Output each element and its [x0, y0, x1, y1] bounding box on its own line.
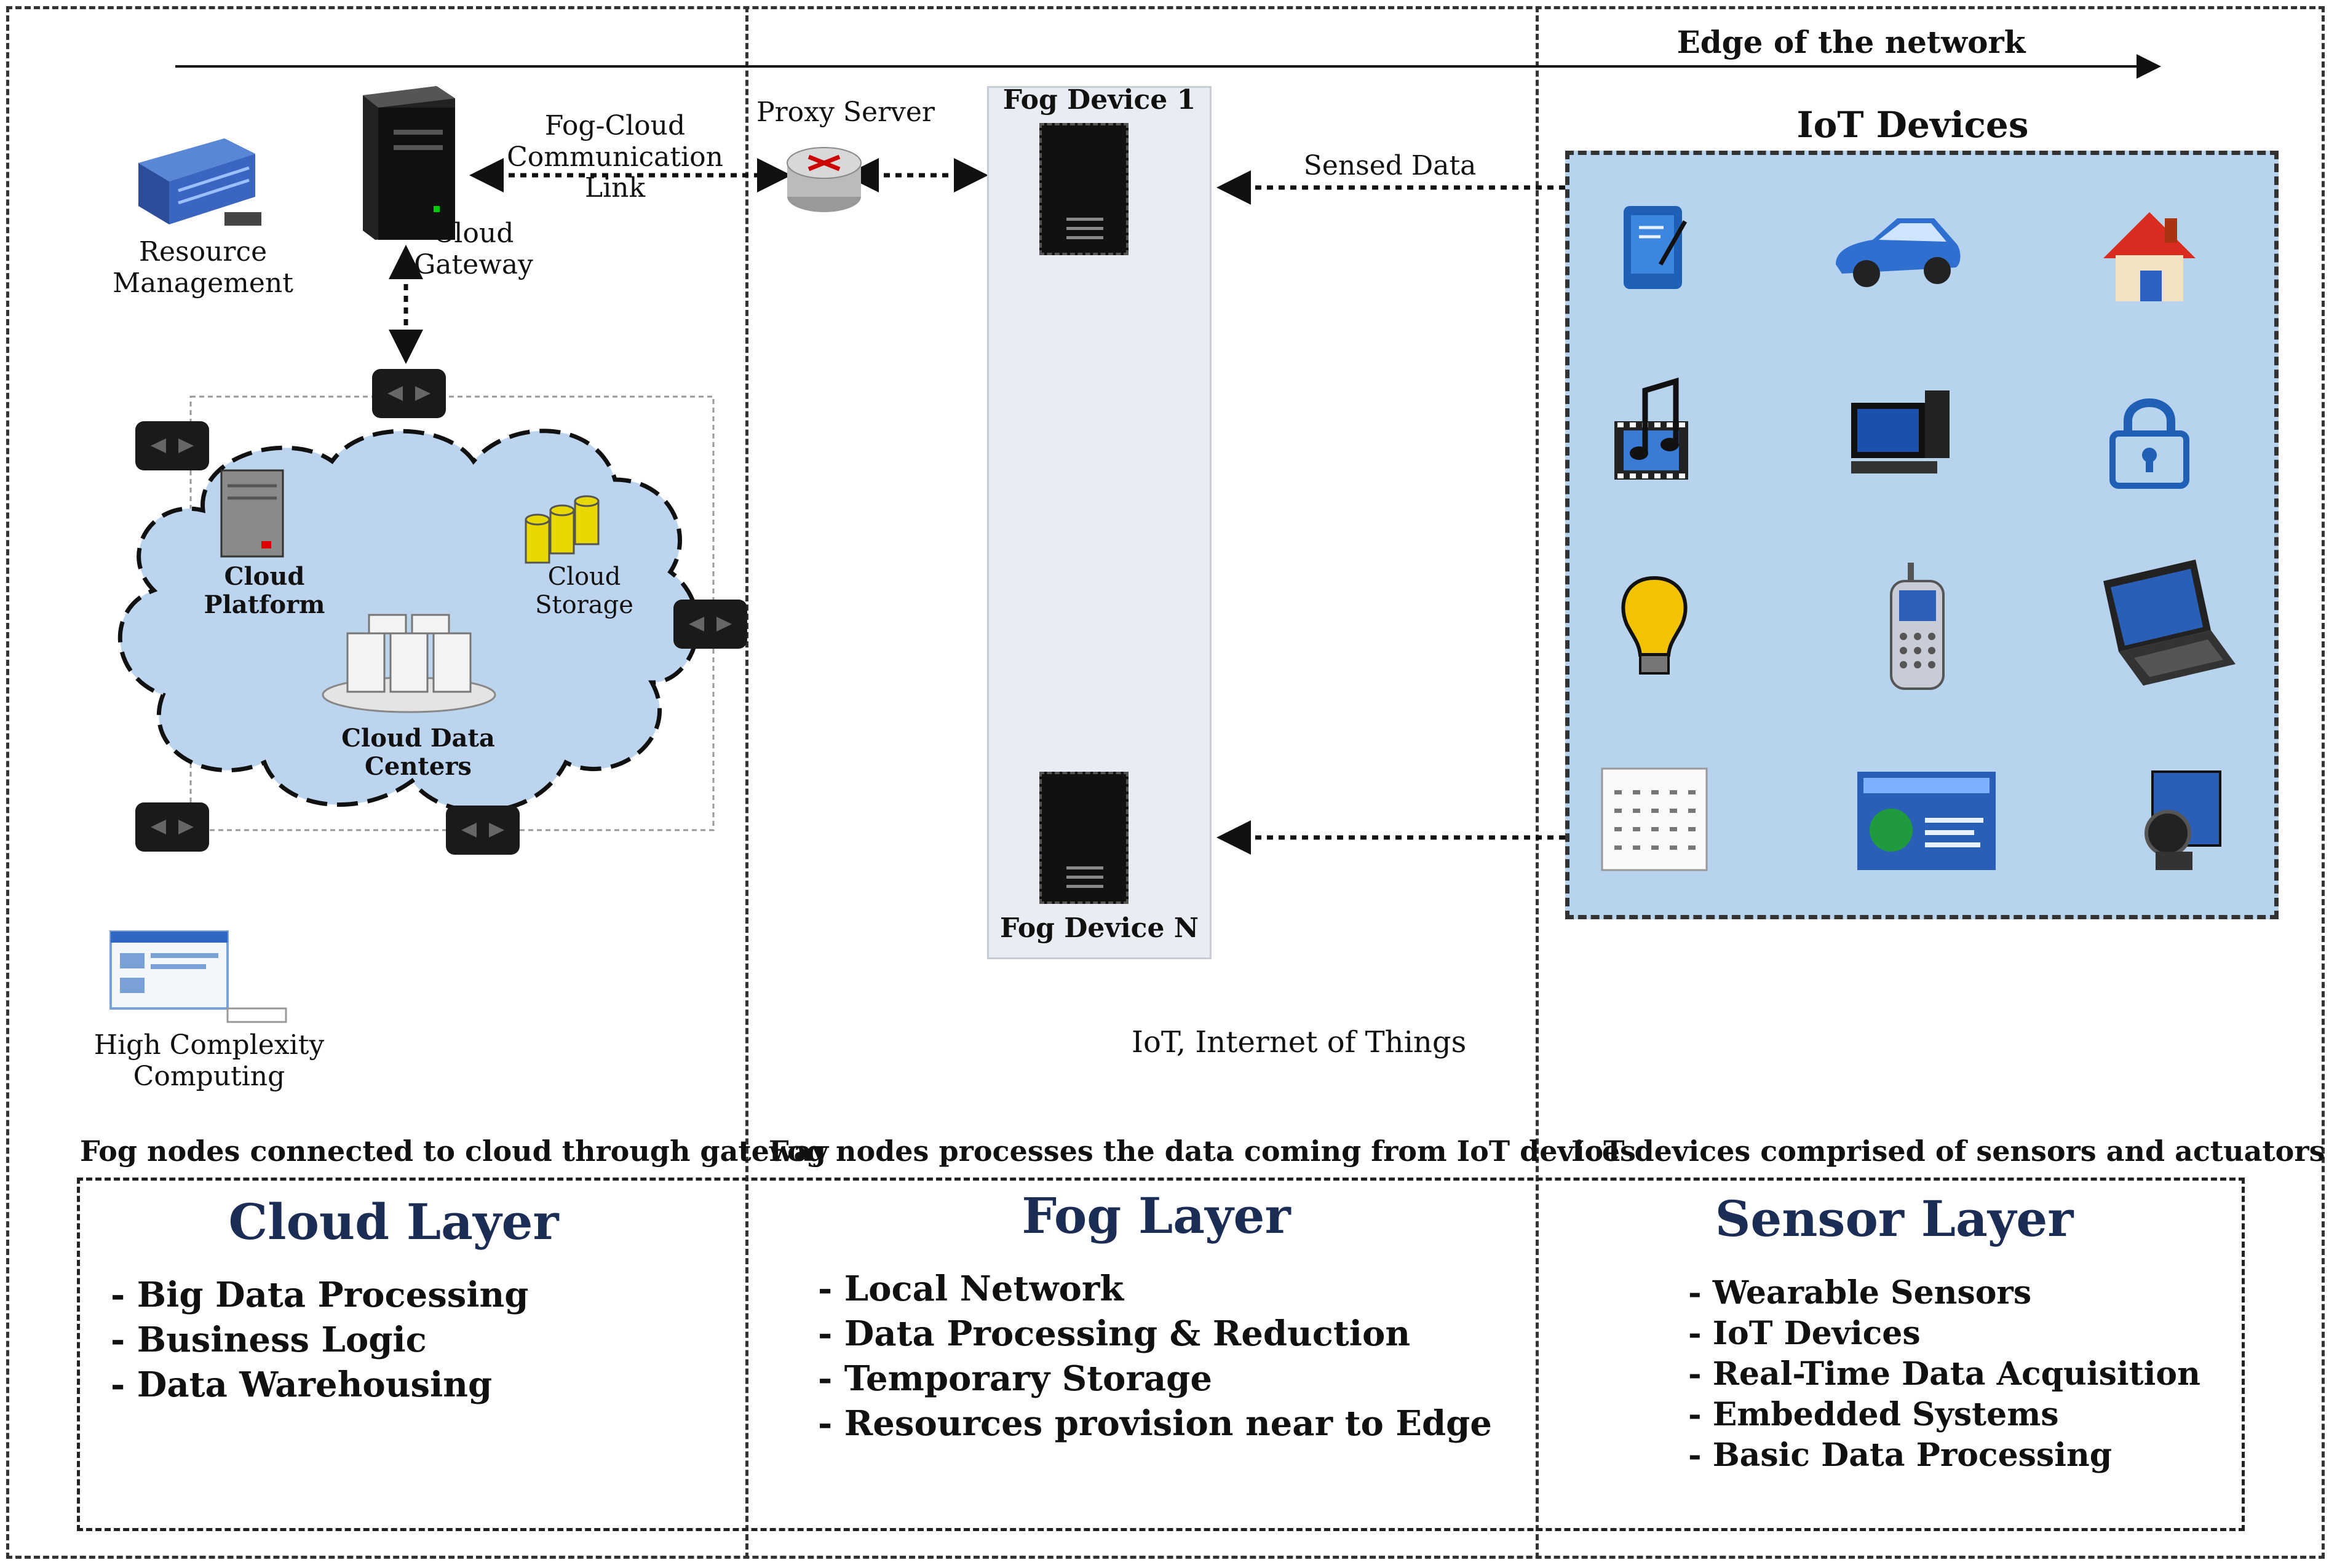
cloud-layer-title: Cloud Layer [228, 1193, 559, 1251]
fog-device-1-label: Fog Device 1 [1002, 84, 1196, 116]
fog-node-icon [135, 421, 209, 470]
cloud-layer-item: Big Data Processing [111, 1273, 529, 1318]
fog-node-icon [135, 802, 209, 852]
edge-label: Edge of the network [1676, 24, 2026, 60]
fog-layer-title: Fog Layer [1022, 1187, 1291, 1245]
layers-box [77, 1178, 2245, 1531]
sensor-layer-item: Real-Time Data Acquisition [1688, 1354, 2200, 1395]
fog-layer-list: Local Network Data Processing & Reductio… [818, 1267, 1492, 1446]
high-complexity-label: High Complexity Computing [93, 1029, 325, 1092]
fog-node-icon [446, 806, 520, 855]
cloud-platform-label: Cloud Platform [204, 562, 325, 619]
camera-icon [2145, 770, 2221, 870]
sensor-layer-title: Sensor Layer [1715, 1190, 2074, 1248]
resource-management-label: Resource Management [113, 236, 293, 299]
media-icon [1614, 377, 1688, 480]
cloud-data-centers-label: Cloud Data Centers [341, 724, 495, 781]
cloud-caption: Fog nodes connected to cloud through gat… [80, 1134, 829, 1168]
sensed-data-label: Sensed Data [1303, 150, 1477, 181]
computing-window-icon [109, 930, 287, 1023]
iot-note-label: IoT, Internet of Things [1132, 1025, 1467, 1059]
proxy-server-label: Proxy Server [756, 97, 935, 128]
sensor-layer-item: Embedded Systems [1688, 1395, 2200, 1435]
fog-caption: Fog nodes processes the data coming from… [769, 1134, 1636, 1168]
fog-node-icon [372, 369, 446, 418]
sensor-layer-item: IoT Devices [1688, 1313, 2200, 1354]
divider-fog-sensor [1536, 6, 1539, 1559]
fog-cloud-link-label: Fog-Cloud Communication Link [507, 110, 723, 204]
fog-layer-item: Local Network [818, 1267, 1492, 1312]
calendar-icon [1601, 767, 1708, 871]
divider-cloud-fog [745, 6, 748, 1559]
fog-node-icon [673, 600, 747, 649]
cloud-layer-list: Big Data Processing Business Logic Data … [111, 1273, 529, 1408]
fog-device-n-label: Fog Device N [999, 913, 1199, 944]
router-icon [787, 147, 862, 212]
car-icon [1836, 218, 1961, 287]
cloud-layer-item: Data Warehousing [111, 1363, 528, 1408]
fog-layer-item: Resources provision near to Edge [818, 1401, 1492, 1446]
cloud-gateway-label: Cloud Gateway [414, 218, 533, 280]
sensor-layer-item: Basic Data Processing [1688, 1435, 2200, 1476]
iot-devices-title: IoT Devices [1796, 104, 2029, 146]
cloud-layer-item: Business Logic [111, 1318, 528, 1363]
cloud-storage-label: Cloud Storage [535, 563, 633, 619]
house-icon [2103, 212, 2196, 301]
lock-icon [2109, 398, 2189, 489]
bulb-icon [1621, 576, 1688, 675]
resource-server-icon [138, 138, 261, 226]
sensor-layer-item: Wearable Sensors [1688, 1273, 2200, 1313]
cloud-platform-server-icon [220, 469, 284, 558]
laptop-icon [2103, 560, 2236, 686]
sensor-layer-list: Wearable Sensors IoT Devices Real-Time D… [1688, 1273, 2200, 1476]
cloud-storage-icon [525, 495, 600, 564]
phone-icon [1890, 563, 1945, 690]
web-icon [1857, 772, 1996, 870]
fog-layer-item: Temporary Storage [818, 1356, 1492, 1401]
desktop-icon [1851, 390, 1950, 473]
tablet-icon [1624, 206, 1688, 289]
fog-device-1-server [1039, 123, 1129, 255]
data-center-icon [322, 614, 496, 713]
fog-device-n-server [1039, 772, 1129, 904]
outer-frame [6, 6, 2325, 1559]
sensor-caption: IoT devices comprised of sensors and act… [1571, 1134, 2325, 1168]
fog-layer-item: Data Processing & Reduction [818, 1312, 1492, 1356]
gateway-tower-icon [363, 86, 455, 240]
